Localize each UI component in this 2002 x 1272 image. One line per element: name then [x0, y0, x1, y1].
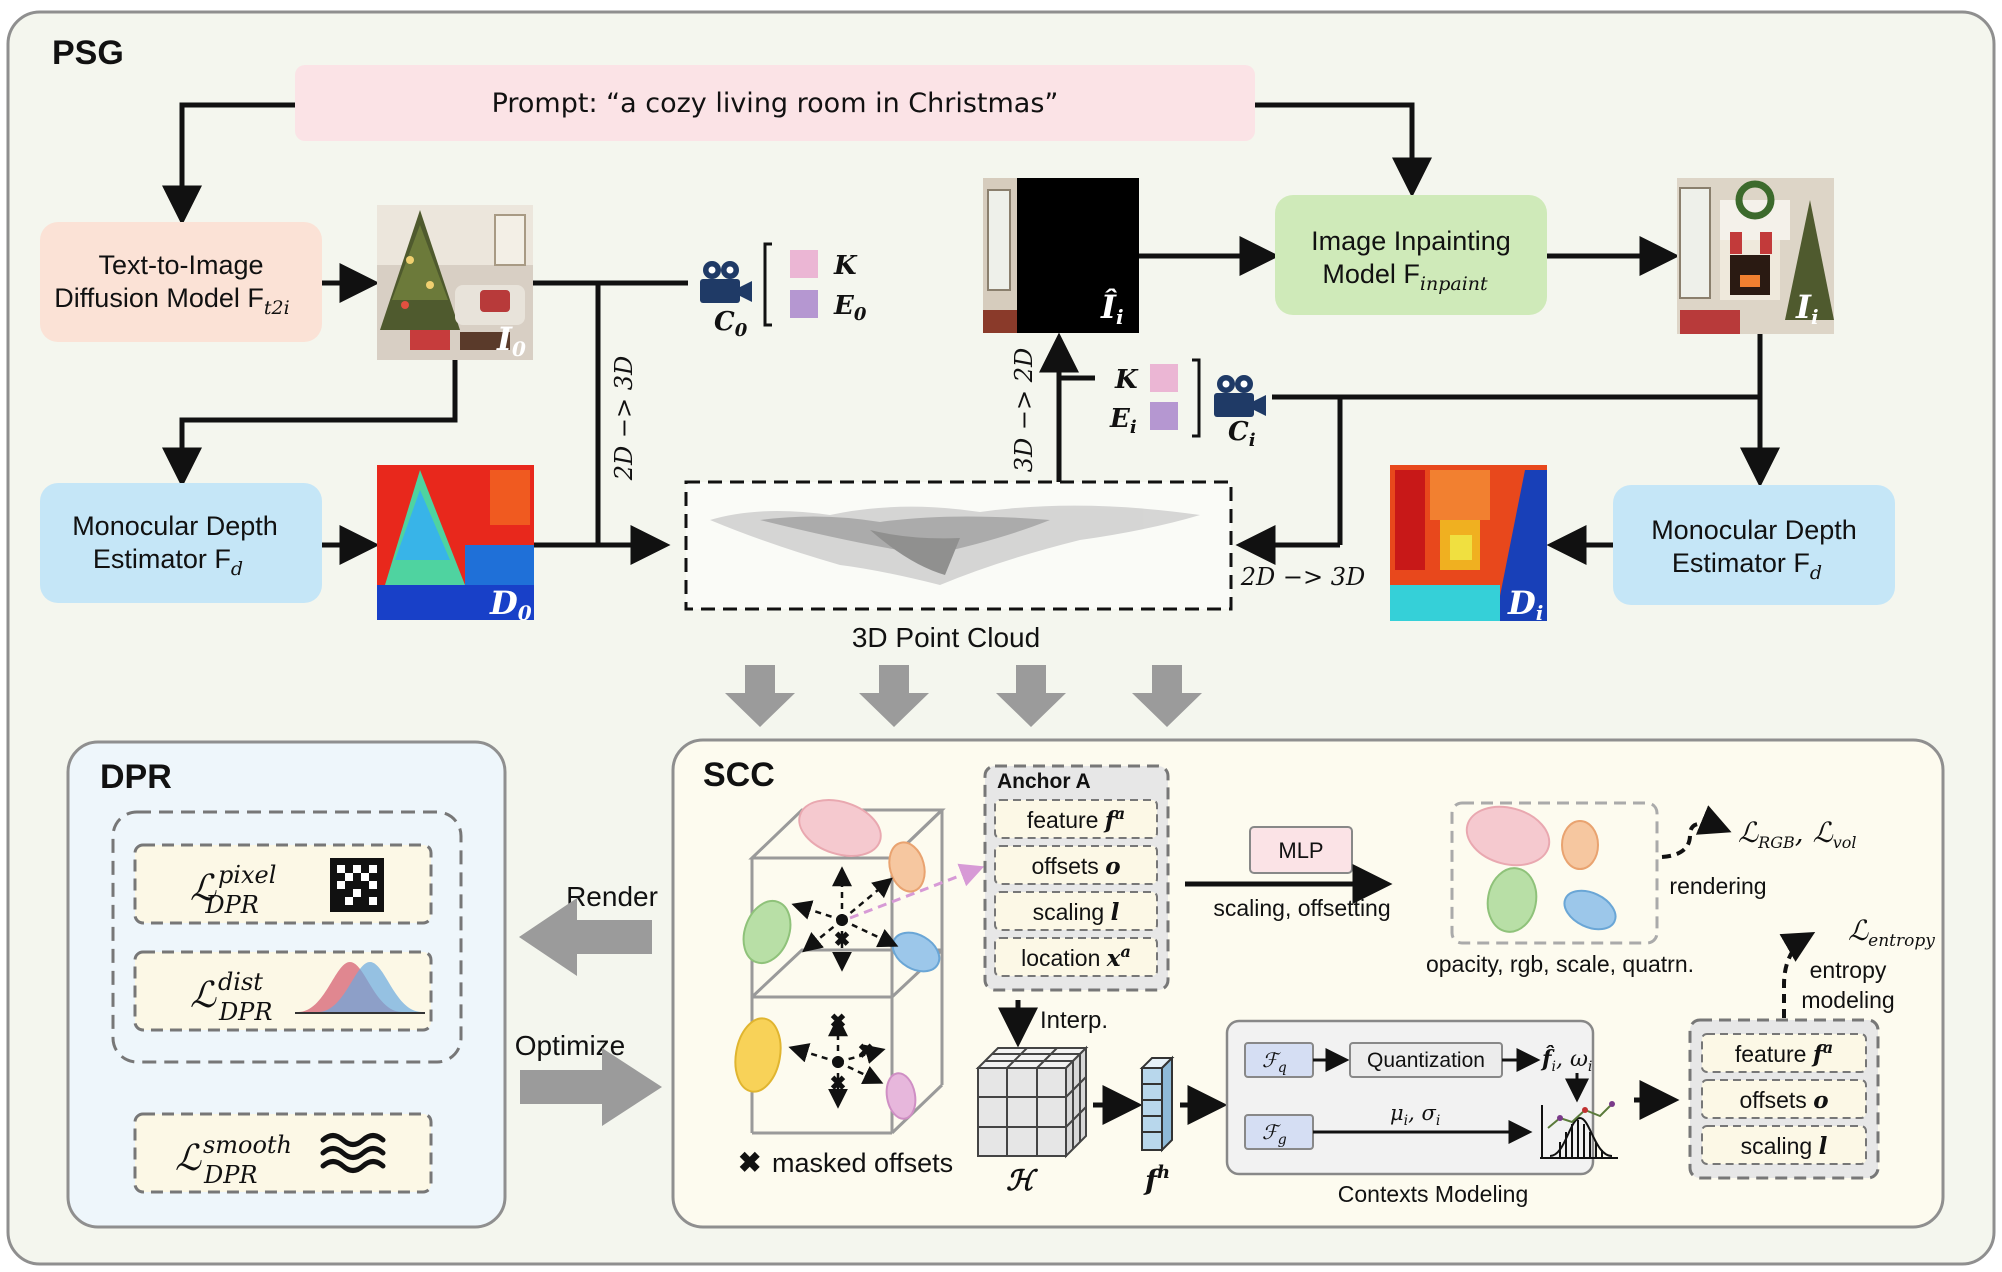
label-d-i: Di [1507, 584, 1543, 625]
probability-histogram-icon [1540, 1101, 1618, 1159]
out-offsets: offsets o [1739, 1087, 1828, 1114]
svg-text:✖: ✖ [830, 1011, 847, 1033]
image-ihat-i: Îi [983, 178, 1139, 333]
label-ci: Ci [1228, 417, 1256, 451]
feature-vector-icon [1139, 1055, 1175, 1153]
loss-smooth-box [133, 1112, 433, 1194]
svg-text:✖: ✖ [830, 1073, 847, 1095]
out-scaling: scaling l [1741, 1133, 1828, 1160]
optimize-arrow [520, 1048, 662, 1126]
image-d0: D0 [377, 465, 534, 625]
hash-symbol: ℋ [1006, 1164, 1038, 1197]
rendering-label: rendering [1669, 873, 1766, 899]
dpr-title: DPR [100, 758, 172, 796]
mlp-box [1249, 826, 1353, 874]
fg-label: ℱg [1262, 1120, 1287, 1148]
loss-pixel-box [133, 843, 433, 925]
point-cloud-label: 3D Point Cloud [852, 622, 1040, 653]
voxel-cubes [748, 808, 946, 1135]
depth-right-label-2: Estimator Fd [1672, 548, 1822, 584]
label-k-left: K [833, 251, 858, 281]
quantization-label: Quantization [1367, 1049, 1485, 1072]
entropy-label-1: entropy [1810, 957, 1887, 983]
ei-swatch [1150, 402, 1178, 430]
camera-c0-icon [700, 261, 752, 303]
attributes-label: opacity, rgb, scale, quatrn. [1426, 951, 1694, 977]
psg-title: PSG [52, 34, 124, 72]
label-e0: E0 [833, 291, 867, 325]
scc-title: SCC [703, 756, 775, 794]
label-i-i: Ii [1795, 288, 1819, 329]
distribution-icon [295, 962, 425, 1014]
point-cloud-box [684, 480, 1233, 611]
mlp-label: MLP [1278, 838, 1323, 863]
e0-swatch [790, 290, 818, 318]
k-swatch-left [790, 250, 818, 278]
contexts-modeling-label: Contexts Modeling [1338, 1181, 1529, 1207]
mu-sigma-label: μi, σi [1390, 1101, 1440, 1129]
label-d0: D0 [489, 584, 532, 625]
hash-grid-icon [975, 1045, 1089, 1159]
label-c0: C0 [714, 307, 748, 341]
prompt-box [295, 65, 1255, 141]
render-arrow [519, 898, 652, 976]
svg-text:✖: ✖ [834, 929, 851, 951]
t2i-label-2: Diffusion Model Ft2i [54, 283, 289, 319]
depth-left-label-1: Monocular Depth [72, 511, 278, 541]
out-feature: feature fa [1735, 1038, 1833, 1068]
label-k-right: K [1114, 365, 1139, 395]
inpainting-model-box [1275, 195, 1547, 315]
anchor-location: location xa [1021, 942, 1131, 972]
image-i-i: Ii [1677, 178, 1834, 334]
depth-right-label-1: Monocular Depth [1651, 515, 1857, 545]
depth-estimator-right-box [1613, 485, 1895, 605]
label-ihat: Îi [1100, 288, 1124, 329]
masked-offset-icon: ✖ [738, 1147, 761, 1178]
anchor-title: Anchor A [997, 770, 1091, 793]
depth-left-label-2: Estimator Fd [93, 544, 243, 580]
scaling-offsetting-label: scaling, offsetting [1213, 895, 1390, 921]
t2i-label-1: Text-to-Image [98, 250, 263, 280]
camera-ci-icon [1214, 375, 1266, 417]
anchor-feature: feature fa [1027, 804, 1125, 834]
svg-text:✖: ✖ [858, 1041, 875, 1063]
interp-label: Interp. [1040, 1007, 1108, 1034]
image-d-i: Di [1390, 465, 1547, 625]
smooth-waves-icon [320, 1133, 386, 1173]
k-swatch-right [1150, 364, 1178, 392]
entropy-label-2: modeling [1801, 987, 1894, 1013]
anchor-offsets: offsets o [1031, 853, 1120, 880]
fhat-omega-label: f̂i, ωi [1540, 1046, 1592, 1075]
fq-label: ℱq [1262, 1048, 1287, 1076]
loss-entropy: ℒentropy [1848, 914, 1935, 951]
dpr-loss-group [111, 810, 463, 1064]
masked-offsets-label: masked offsets [772, 1148, 953, 1178]
down-arrows [725, 665, 1202, 727]
inpaint-label-1: Image Inpainting [1311, 226, 1511, 256]
prompt-text: Prompt: “a cozy living room in Christmas… [492, 88, 1059, 119]
t2i-model-box [40, 222, 322, 342]
label-i0: I0 [496, 320, 526, 361]
point-cloud-graphic [710, 505, 1200, 585]
image-i0: I0 [377, 205, 533, 361]
label-ei: Ei [1109, 404, 1137, 438]
label-2d-3d-horizontal: 2D −> 3D [1240, 563, 1366, 591]
label-2d-3d-vertical: 2D −> 3D [610, 356, 638, 482]
anchor-scaling: scaling l [1033, 899, 1120, 926]
label-3d-2d-vertical: 3D −> 2D [1010, 348, 1038, 473]
loss-rgb-vol: ℒRGB, ℒvol [1738, 816, 1857, 852]
inpaint-label-2: Model Finpaint [1322, 259, 1488, 295]
pixel-grid-icon [330, 858, 384, 912]
depth-estimator-left-box [40, 483, 322, 603]
render-label: Render [566, 881, 658, 912]
